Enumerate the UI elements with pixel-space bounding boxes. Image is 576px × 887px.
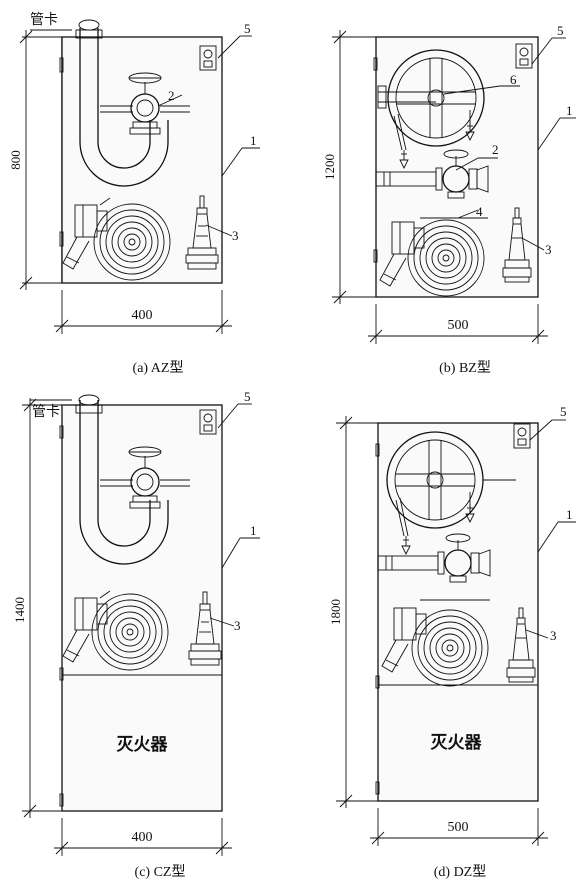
figure-c-cz: 1400 灭火器 管卡 5 1 3 400 (c) CZ型 bbox=[12, 389, 260, 880]
figure-d-dz: 1800 灭火器 5 1 3 500 (d) DZ型 bbox=[328, 404, 576, 880]
caption-c: (c) CZ型 bbox=[135, 864, 186, 880]
width-label-b: 500 bbox=[448, 318, 469, 333]
figure-b-bz: 1200 5 6 1 2 4 3 500 (b) BZ型 bbox=[322, 23, 576, 376]
extinguisher-label-d: 灭火器 bbox=[430, 733, 483, 752]
callout-1-c: 1 bbox=[250, 523, 257, 538]
figure-a-az: 800 管卡 5 2 1 3 400 bbox=[8, 12, 260, 376]
height-label-c: 1400 bbox=[12, 597, 27, 623]
callout-5-d: 5 bbox=[560, 404, 567, 419]
callout-6-b: 6 bbox=[510, 72, 517, 87]
pipe-clamp-label-c: 管卡 bbox=[32, 404, 60, 420]
width-label-c: 400 bbox=[132, 830, 153, 845]
cabinet-c bbox=[61, 404, 223, 812]
callout-5-b: 5 bbox=[557, 23, 564, 38]
callout-3-d: 3 bbox=[550, 628, 557, 643]
width-label-a: 400 bbox=[132, 308, 153, 323]
caption-a: (a) AZ型 bbox=[133, 360, 184, 376]
callout-2-b: 2 bbox=[492, 142, 499, 157]
callout-2-a: 2 bbox=[168, 88, 175, 103]
extinguisher-label-c: 灭火器 bbox=[116, 735, 169, 754]
height-label-d: 1800 bbox=[328, 599, 343, 625]
callout-3-c: 3 bbox=[234, 618, 241, 633]
callout-3-b: 3 bbox=[545, 242, 552, 257]
standpipe-a bbox=[75, 19, 169, 187]
height-label-a: 800 bbox=[8, 150, 23, 170]
standpipe-c bbox=[75, 394, 169, 565]
callout-5-a: 5 bbox=[244, 21, 251, 36]
callout-5-c: 5 bbox=[244, 389, 251, 404]
callout-3-a: 3 bbox=[232, 228, 239, 243]
caption-b: (b) BZ型 bbox=[439, 360, 491, 376]
callout-4-b: 4 bbox=[476, 204, 483, 219]
height-label-b: 1200 bbox=[322, 154, 337, 180]
callout-1-b: 1 bbox=[566, 103, 573, 118]
pipe-clamp-label-a: 管卡 bbox=[30, 12, 58, 28]
caption-d: (d) DZ型 bbox=[434, 864, 487, 880]
callout-1-d: 1 bbox=[566, 507, 573, 522]
callout-1-a: 1 bbox=[250, 133, 257, 148]
width-label-d: 500 bbox=[448, 820, 469, 835]
